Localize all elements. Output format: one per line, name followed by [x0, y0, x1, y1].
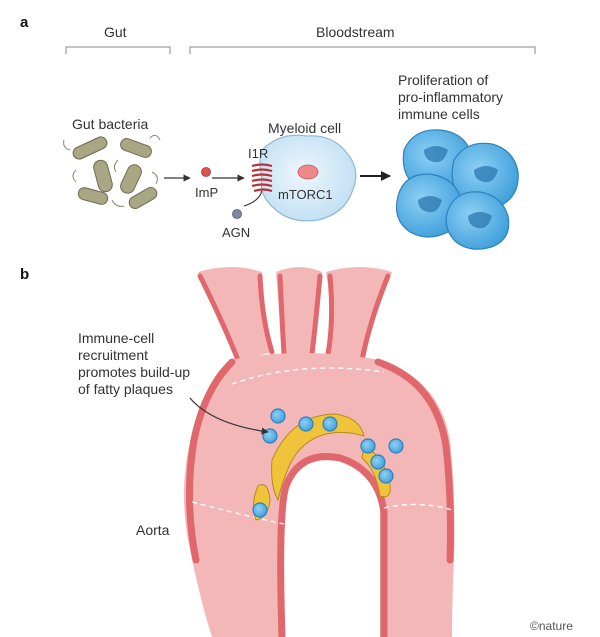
aorta-section-top — [231, 367, 385, 385]
annotation-line-2: recruitment — [78, 347, 149, 363]
bloodstream-header: Bloodstream — [316, 24, 395, 40]
proliferation-line-2: pro-inflammatory — [398, 89, 504, 105]
annotation-pointer-arrow — [189, 397, 269, 435]
agn-molecule-icon — [232, 209, 242, 219]
vessel-immune-cell — [322, 416, 338, 432]
proliferation-line-3: immune cells — [398, 106, 480, 122]
panel-a-letter: a — [20, 14, 29, 31]
imp-molecule-icon — [201, 167, 211, 177]
immune-cells-cluster — [395, 129, 519, 250]
nature-credit: ©nature — [530, 619, 573, 633]
agn-label: AGN — [222, 225, 251, 240]
imp-label: ImP — [195, 185, 219, 200]
proliferation-line-1: Proliferation of — [398, 72, 489, 88]
mtorc1-label: mTORC1 — [278, 187, 333, 202]
i1r-label: I1R — [248, 146, 269, 161]
vessel-immune-cell — [388, 438, 404, 454]
mtorc1-icon — [297, 164, 319, 180]
gut-header: Gut — [104, 24, 127, 40]
vessel-immune-cell — [298, 416, 314, 432]
bloodstream-bracket — [189, 46, 536, 54]
gut-bracket — [65, 46, 171, 54]
vessel-immune-cell — [360, 438, 376, 454]
i1r-receptor-icon — [251, 163, 273, 193]
aorta-label: Aorta — [136, 522, 170, 538]
aorta-section-bottom-left — [191, 501, 285, 525]
annotation-line-1: Immune-cell — [78, 330, 155, 346]
gut-bacteria-icon — [63, 134, 161, 209]
vessel-immune-cells — [252, 408, 404, 518]
vessel-immune-cell — [252, 502, 268, 518]
vessel-immune-cell — [378, 468, 394, 484]
myeloid-cell-label: Myeloid cell — [268, 120, 342, 136]
aorta-vessel — [184, 267, 455, 637]
plaque-arch — [271, 413, 365, 502]
vessel-immune-cell — [370, 454, 386, 470]
panel-b-letter: b — [20, 266, 30, 283]
vessel-immune-cell — [270, 408, 286, 424]
annotation-line-3: promotes build-up — [78, 364, 191, 380]
annotation-line-4: of fatty plaques — [78, 381, 173, 397]
gut-bacteria-label: Gut bacteria — [72, 116, 149, 132]
